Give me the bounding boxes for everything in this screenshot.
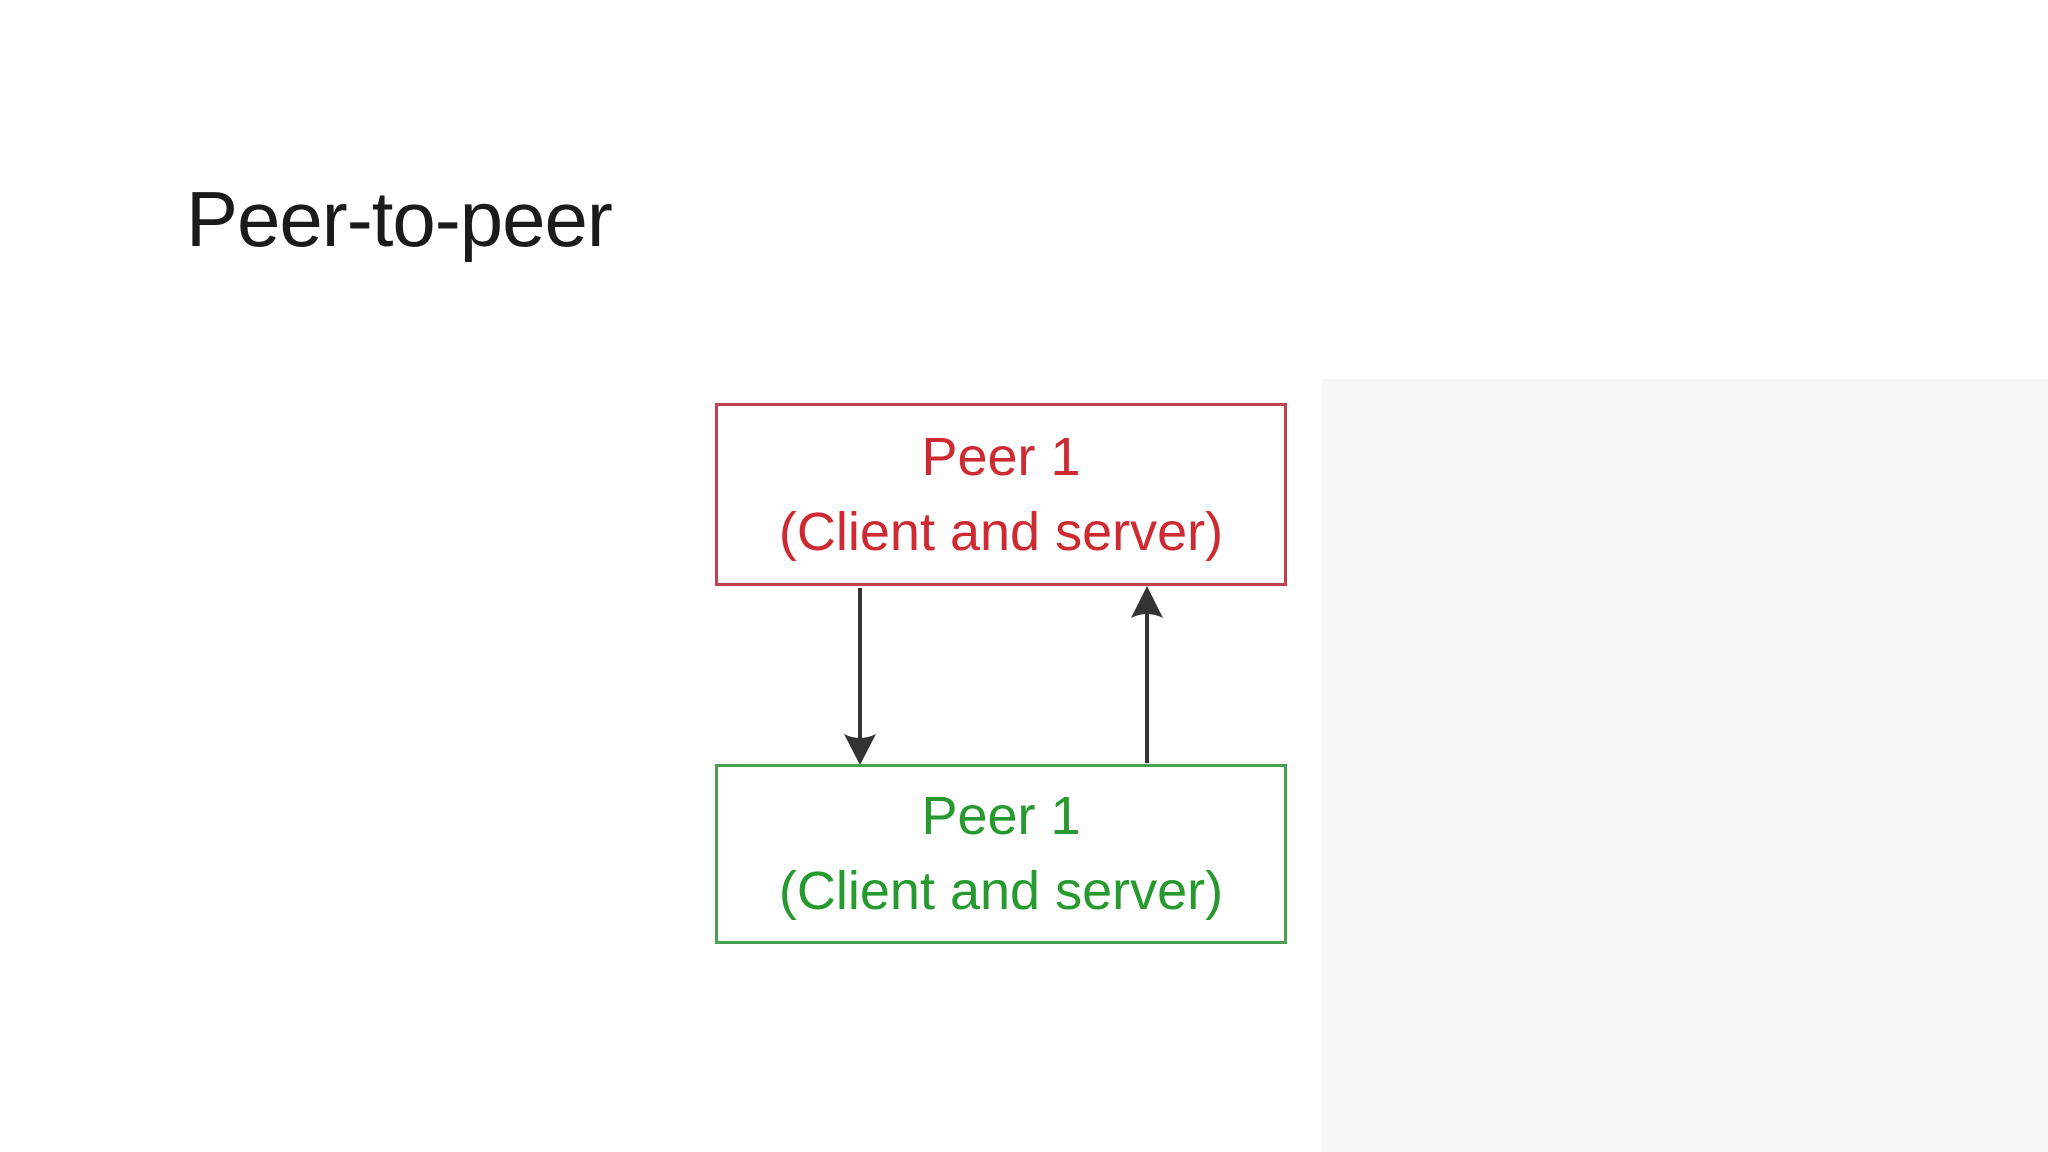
slide-title: Peer-to-peer bbox=[186, 175, 613, 264]
peer-node-top-name: Peer 1 bbox=[921, 426, 1081, 487]
arrow-up-icon bbox=[1131, 586, 1163, 763]
peer-node-bottom-role: (Client and server) bbox=[778, 861, 1224, 921]
arrow-down-icon bbox=[844, 588, 876, 765]
peer-node-bottom: Peer 1 (Client and server) bbox=[715, 764, 1287, 944]
peer-node-top-role: (Client and server) bbox=[778, 501, 1224, 562]
peer-node-top: Peer 1 (Client and server) bbox=[715, 403, 1287, 586]
peer-node-bottom-name: Peer 1 bbox=[921, 786, 1081, 847]
background-panel bbox=[1322, 379, 2048, 1152]
